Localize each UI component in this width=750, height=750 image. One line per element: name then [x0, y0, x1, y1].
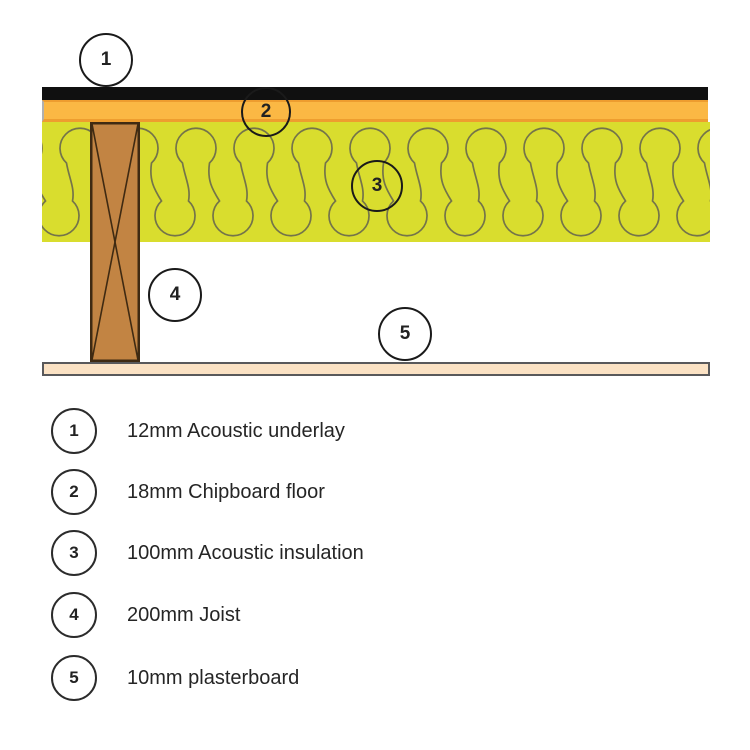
legend-label-5: 10mm plasterboard	[127, 666, 300, 689]
legend-label-4: 200mm Joist	[127, 603, 241, 626]
callout-number-4: 4	[169, 284, 181, 305]
legend-number-2: 2	[69, 482, 79, 501]
acoustic-underlay-layer	[42, 87, 708, 100]
legend-number-1: 1	[69, 421, 79, 440]
legend-item-3: 3 100mm Acoustic insulation	[51, 530, 364, 576]
legend-circle-5: 5	[51, 655, 97, 701]
callout-circle-4: 4	[148, 268, 202, 322]
legend-circle-3: 3	[51, 530, 97, 576]
legend-circle-1: 1	[51, 408, 97, 454]
callout-circle-3: 3	[351, 160, 403, 212]
callout-number-5: 5	[399, 323, 411, 344]
callout-number-1: 1	[100, 49, 112, 70]
legend-number-5: 5	[69, 668, 79, 687]
callout-number-3: 3	[371, 175, 383, 196]
joist-cross-bracing	[90, 122, 140, 362]
legend-item-5: 5 10mm plasterboard	[51, 655, 299, 701]
legend-circle-4: 4	[51, 592, 97, 638]
legend-item-4: 4 200mm Joist	[51, 592, 240, 638]
plasterboard-layer	[42, 362, 710, 376]
callout-circle-2: 2	[241, 87, 291, 137]
callout-circle-5: 5	[378, 307, 432, 361]
joist	[90, 122, 140, 362]
legend-label-1: 12mm Acoustic underlay	[127, 419, 345, 442]
callout-number-2: 2	[260, 101, 272, 122]
legend-item-1: 1 12mm Acoustic underlay	[51, 408, 345, 454]
legend-number-3: 3	[69, 543, 79, 562]
chipboard-floor-layer	[42, 100, 708, 122]
legend-label-2: 18mm Chipboard floor	[127, 480, 325, 503]
legend-label-3: 100mm Acoustic insulation	[127, 541, 364, 564]
legend-circle-2: 2	[51, 469, 97, 515]
legend-number-4: 4	[69, 605, 79, 624]
legend-item-2: 2 18mm Chipboard floor	[51, 469, 325, 515]
callout-circle-1: 1	[79, 33, 133, 87]
